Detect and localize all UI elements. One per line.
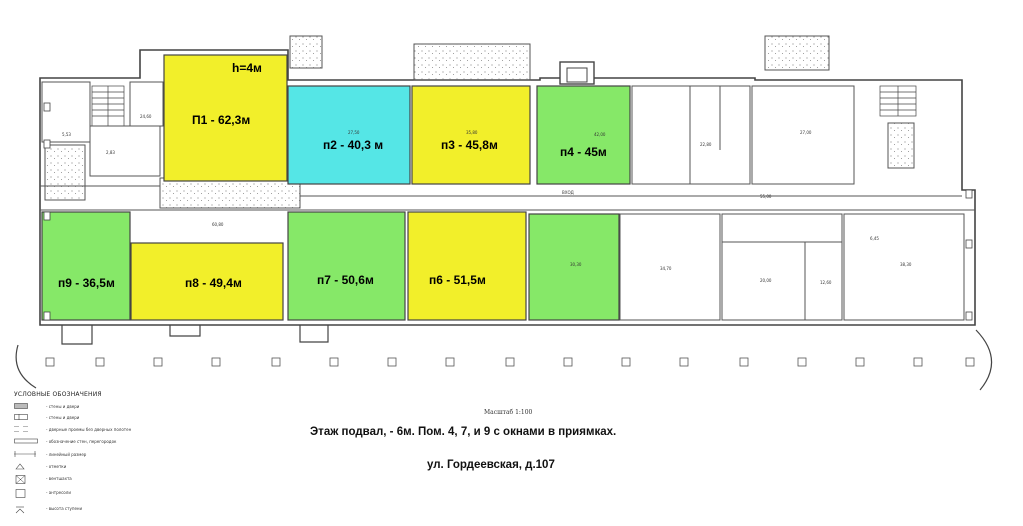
scale-label: Масштаб 1:100 xyxy=(484,409,533,416)
svg-text:5,53: 5,53 xyxy=(62,132,71,137)
room-p6-label: п6 - 51,5м xyxy=(429,273,486,287)
dimension-annotations: 24,60 2,83 5,53 60,80 27,50 35,80 42,00 … xyxy=(62,114,912,285)
svg-text:35,80: 35,80 xyxy=(466,130,478,135)
room-p8-label: п8 - 49,4м xyxy=(185,276,242,290)
svg-text:38,30: 38,30 xyxy=(900,262,912,267)
svg-text:42,00: 42,00 xyxy=(594,132,606,137)
room-p3[interactable] xyxy=(411,85,531,185)
room-p4[interactable] xyxy=(536,85,631,185)
columns-row xyxy=(45,357,975,367)
svg-text:6,45: 6,45 xyxy=(870,236,879,241)
room-p2[interactable] xyxy=(287,85,411,185)
room-p7[interactable] xyxy=(287,211,406,321)
room-p1-height: h=4м xyxy=(232,61,262,75)
svg-text:27,00: 27,00 xyxy=(800,130,812,135)
svg-text:27,50: 27,50 xyxy=(348,130,360,135)
svg-text:ВХОД: ВХОД xyxy=(562,190,574,195)
room-p7-label: п7 - 50,6м xyxy=(317,273,374,287)
room-p1-label: П1 - 62,3м xyxy=(192,113,250,127)
svg-text:55,00: 55,00 xyxy=(760,194,772,199)
wall-symbol xyxy=(14,403,28,409)
svg-text:34,70: 34,70 xyxy=(660,266,672,271)
svg-text:2,83: 2,83 xyxy=(106,150,115,155)
column-blocks xyxy=(43,102,973,321)
room-p3-label: п3 - 45,8м xyxy=(441,138,498,152)
light-wells xyxy=(44,35,915,209)
svg-text:30,30: 30,30 xyxy=(570,262,582,267)
mezzanine-symbol xyxy=(14,489,28,498)
wall-door-symbol xyxy=(14,414,28,420)
opening-symbol xyxy=(14,425,28,433)
svg-text:60,80: 60,80 xyxy=(212,222,224,227)
room-p9[interactable] xyxy=(41,211,131,321)
legend-title: УСЛОВНЫЕ ОБОЗНАЧЕНИЯ xyxy=(14,391,102,398)
plan-caption: Этаж подвал, - 6м. Пом. 4, 7, и 9 с окна… xyxy=(310,426,617,438)
vent-shaft-symbol xyxy=(14,475,28,484)
step-symbol xyxy=(14,505,28,514)
partition-symbol xyxy=(14,438,38,444)
partitions xyxy=(40,81,975,321)
room-p9-label: п9 - 36,5м xyxy=(58,276,115,290)
address-caption: ул. Гордеевская, д.107 xyxy=(427,459,555,471)
svg-text:24,60: 24,60 xyxy=(140,114,152,119)
room-p8[interactable] xyxy=(130,242,284,321)
room-p1[interactable] xyxy=(163,54,288,182)
room-5-green[interactable] xyxy=(528,213,620,321)
dimension-symbol xyxy=(14,451,36,457)
room-p4-label: п4 - 45м xyxy=(560,145,607,159)
window-wells xyxy=(15,325,993,391)
stairs-left xyxy=(91,85,125,127)
room-p2-label: п2 - 40,3 м xyxy=(323,138,383,152)
svg-text:20,00: 20,00 xyxy=(760,278,772,283)
level-mark-symbol xyxy=(14,463,28,470)
svg-text:22,80: 22,80 xyxy=(700,142,712,147)
stairs-right xyxy=(879,85,917,117)
svg-text:12,60: 12,60 xyxy=(820,280,832,285)
room-p6[interactable] xyxy=(407,211,527,321)
